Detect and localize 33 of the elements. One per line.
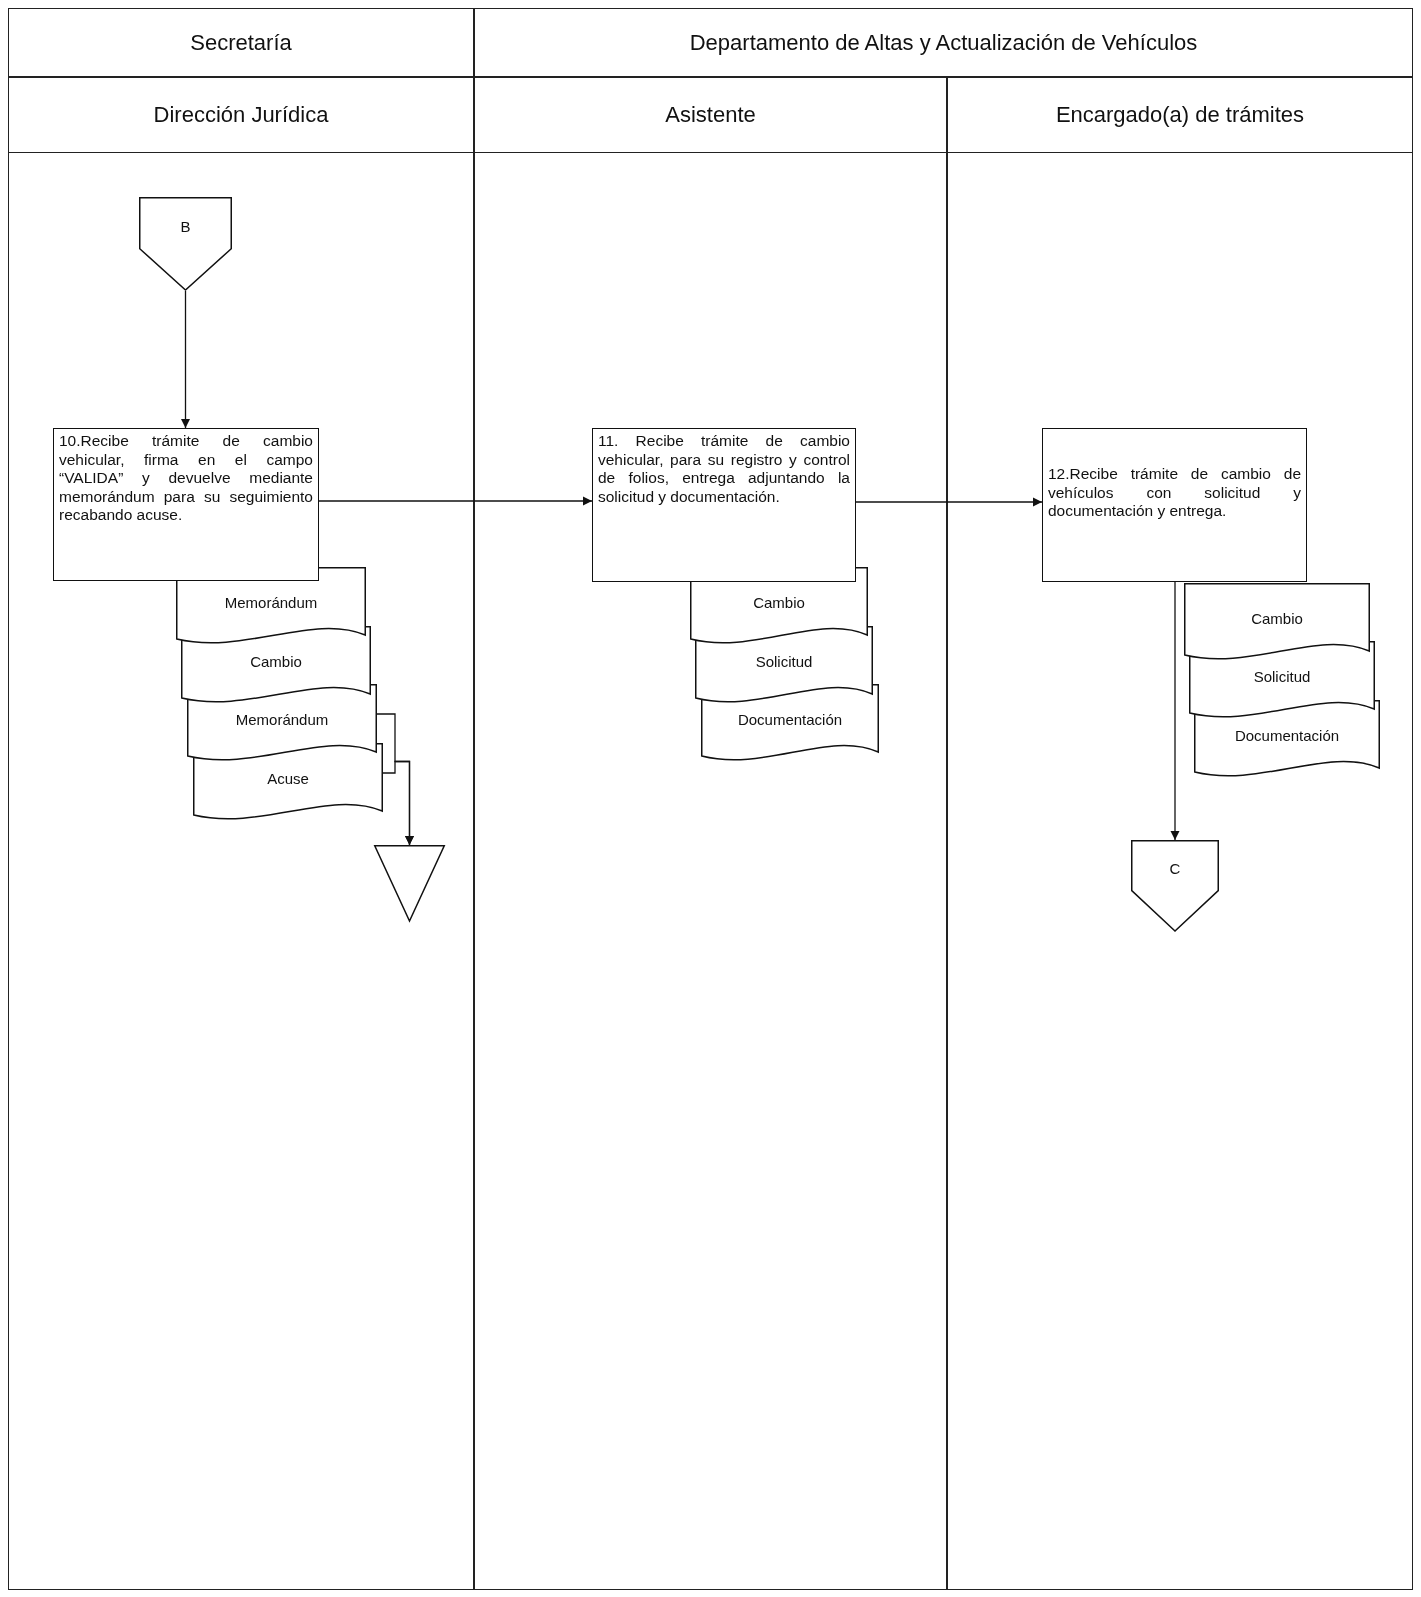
lane-header	[474, 77, 947, 153]
arrow	[1170, 581, 1180, 841]
document-label: Memorándum	[223, 594, 319, 611]
document-label: Documentación	[1233, 727, 1341, 744]
document-label: Acuse	[266, 770, 310, 787]
arrow	[180, 290, 191, 429]
step-text: 10.Recibe trámite de cambio vehicular, firma en el campo “VALIDA” y devuelve mediante memorándum para su seguimiento recabando acuse.	[59, 432, 313, 525]
arrow	[382, 760, 415, 846]
document-label: Solicitud	[754, 653, 814, 670]
lane-header	[947, 77, 1413, 153]
connector-letter: B	[179, 217, 192, 235]
lane-title: Dirección Jurídica	[153, 102, 329, 128]
document-label: Solicitud	[1252, 668, 1312, 685]
lane-header	[8, 8, 474, 77]
document-label: Memorándum	[234, 711, 330, 728]
step-text: 12.Recibe trámite de cambio de vehículos con solicitud y documentación y entrega.	[1048, 465, 1301, 521]
archive-triangle	[374, 845, 445, 922]
lane-title: Asistente	[665, 102, 756, 128]
lane-title: Secretaría	[190, 29, 292, 56]
lane-title: Departamento de Altas y Actualización de Vehículos	[689, 29, 1198, 56]
off-page-connector	[139, 197, 232, 291]
document-label: Cambio	[1250, 610, 1304, 627]
document-label: Cambio	[249, 653, 303, 670]
document-label: Documentación	[736, 711, 844, 728]
document-label: Cambio	[752, 594, 806, 611]
connector-letter: C	[1168, 860, 1182, 878]
lane-header	[8, 77, 474, 153]
step-text: 11. Recibe trámite de cambio vehicular, para su registro y control de folios, entrega adjuntando la solicitud y documentación.	[598, 432, 850, 507]
arrow	[318, 496, 593, 506]
lane-header	[474, 8, 1413, 77]
off-page-connector	[1131, 840, 1219, 932]
arrow	[855, 497, 1043, 507]
lane-title: Encargado(a) de trámites	[1055, 102, 1305, 128]
